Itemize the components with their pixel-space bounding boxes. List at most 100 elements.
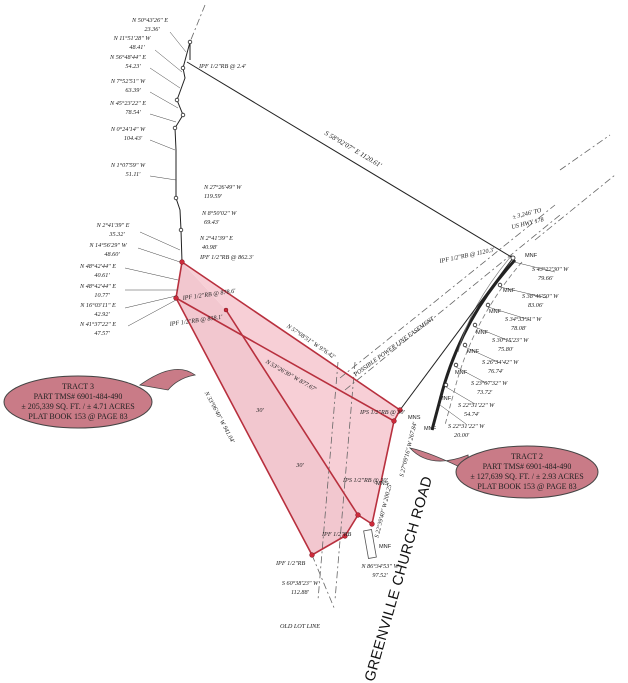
- call-label: S 23°07'32" W: [471, 380, 508, 387]
- middle-call-labels: N 27°26'49" W 119.59' N 8°50'02" W 69.43…: [199, 184, 254, 261]
- marker-mnf: MNF: [503, 288, 516, 294]
- call-label: 54.74': [464, 411, 480, 418]
- call-label: 104.43': [124, 135, 143, 142]
- iron-pin-ips-east: IPS 1/2"RB @ 30': [359, 409, 406, 416]
- call-label: N 1°07'59" W: [110, 162, 146, 169]
- call-label: 10.77': [94, 292, 110, 299]
- call-label: 63.39': [125, 87, 141, 94]
- monument-markers: MNF MNF MNF MNF MNF MNF MNF MNF MNS MNS …: [376, 253, 538, 550]
- call-label: N 14°56'29" W: [88, 242, 127, 249]
- call-label: 48.41': [129, 44, 145, 51]
- call-label: 76.74': [488, 368, 504, 375]
- call-label: S 30°15'23" W: [492, 337, 529, 344]
- call-label: N 41°37'22" E: [79, 321, 116, 328]
- tract-2-callout: TRACT 2 PART TMS# 6901-484-490 ± 127,639…: [408, 445, 599, 499]
- call-label: N 2°41'39" E: [96, 222, 130, 229]
- call-label: 119.59': [204, 193, 223, 200]
- call-label: 48.60': [104, 251, 120, 258]
- marker-mns: MNS: [408, 415, 421, 421]
- dashed-lines: [189, 4, 616, 611]
- marker-mnf: MNF: [525, 253, 538, 259]
- tract-2-line4: PLAT BOOK 153 @ PAGE 83: [477, 482, 576, 491]
- marker-mnf: MNF: [476, 330, 489, 336]
- monument-dots: [172, 39, 516, 388]
- east-call-labels: S 43°22'30" W 79.66' S 38°46'50" W 83.06…: [448, 266, 569, 439]
- call-label: 73.72': [477, 389, 493, 396]
- call-label: 23.36': [144, 26, 160, 33]
- boundary-lines: [174, 41, 514, 411]
- iron-pin-top: IPF 1/2"RB @ 2.4': [198, 63, 247, 70]
- call-label: 79.66': [538, 275, 554, 282]
- setback-dim: 30': [255, 407, 264, 414]
- call-label: 42.92': [94, 311, 110, 318]
- call-label: N 16°03'11" E: [79, 302, 116, 309]
- call-label: N 50°43'26" E: [131, 17, 168, 24]
- south-b-dist: 97.52': [372, 572, 388, 579]
- tract-lines: [175, 261, 401, 557]
- call-label: N 11°51'28" W: [113, 35, 152, 42]
- marker-mnf: MNF: [379, 544, 392, 550]
- iron-pin-northeast: IPF 1/2"RB @ 1120.3': [438, 246, 496, 265]
- call-label: 40.98': [202, 244, 218, 251]
- setback-dim: 30': [295, 462, 304, 469]
- call-label: N 7°52'51" W: [110, 78, 146, 85]
- call-label: N 8°50'02" W: [201, 210, 237, 217]
- call-label: S 34°33'31" W: [505, 316, 542, 323]
- call-label: N 27°26'49" W: [203, 184, 242, 191]
- south-a-bearing: S 60°38'23" W: [282, 580, 319, 587]
- call-label: 51.11': [126, 171, 141, 178]
- call-label: S 43°22'30" W: [532, 266, 569, 273]
- call-label: 20.00': [454, 432, 470, 439]
- call-label: 78.08': [511, 325, 527, 332]
- tract-3-line2: PART TMS# 6901-484-490: [34, 392, 123, 401]
- easement-label: POSSIBLE POWER LINE EASEMENT: [352, 315, 436, 379]
- marker-mns: MNS: [376, 481, 389, 487]
- call-label: 47.57': [94, 330, 110, 337]
- tract-3-area: [176, 262, 358, 555]
- call-label: S 26°34'42" W: [482, 359, 519, 366]
- marker-mnf: MNF: [467, 349, 480, 355]
- old-lot-line-label: OLD LOT LINE: [280, 623, 320, 630]
- marker-mnf: MNF: [439, 396, 452, 402]
- tract-2-line2: PART TMS# 6901-484-490: [483, 462, 572, 471]
- south-b-bearing: N 86°34'53" W: [360, 563, 399, 570]
- tract-3-line4: PLAT BOOK 153 @ PAGE 83: [28, 412, 127, 421]
- call-label: 35.32': [108, 231, 125, 238]
- call-label: N 2°41'39" E: [199, 235, 233, 242]
- iron-pin-south-west: IPF 1/2"RB: [275, 560, 305, 567]
- marker-mnf: MNF: [489, 309, 502, 315]
- call-label: N 45°23'22" E: [109, 100, 146, 107]
- call-label: N 0°24'14" W: [110, 126, 146, 133]
- tract-2-line1: TRACT 2: [511, 452, 543, 461]
- tract-2-line3: ± 127,639 SQ. FT. / ± 2.93 ACRES: [470, 472, 583, 481]
- call-label: S 38°46'50" W: [522, 293, 559, 300]
- call-label: 69.43': [204, 219, 220, 226]
- tract-3-line1: TRACT 3: [62, 382, 94, 391]
- call-label: N 48°42'44" E: [79, 263, 116, 270]
- call-label: 54.23': [125, 63, 141, 70]
- tract-3-callout: TRACT 3 PART TMS# 6901-484-490 ± 205,339…: [3, 368, 196, 429]
- call-label: 83.06': [528, 302, 544, 309]
- vertex-dots: [173, 259, 403, 558]
- tract-2-area: [182, 262, 400, 524]
- call-label: S 22°31'22" W: [448, 423, 485, 430]
- driveway: [363, 529, 377, 559]
- road-edge: [363, 254, 523, 559]
- call-label: 40.61': [94, 272, 110, 279]
- iron-pin-south-mid: IPF 1/2"RB: [321, 531, 351, 538]
- west-call-labels: N 50°43'26" E 23.36' N 11°51'28" W 48.41…: [109, 17, 168, 178]
- call-label: 78.54': [125, 109, 141, 116]
- south-a-dist: 112.88': [291, 589, 310, 596]
- tract-3-line3: ± 205,339 SQ. FT. / ± 4.71 ACRES: [21, 402, 134, 411]
- iron-pin-ips-mid: IPS 1/2"RB @ 30': [342, 477, 389, 484]
- call-label: S 22°31'22" W: [458, 402, 495, 409]
- marker-mnf: MNF: [424, 426, 437, 432]
- call-label: 75.80': [498, 346, 514, 353]
- call-label: N 56°48'44" E: [109, 54, 146, 61]
- marker-mnf: MNF: [455, 370, 468, 376]
- call-label: N 48°42'44" E: [79, 283, 116, 290]
- iron-pin-middle: IPF 1/2"RB @ 862.3': [199, 254, 254, 261]
- leader-lines: [124, 31, 556, 425]
- southwest-call-labels: N 2°41'39" E 35.32' N 14°56'29" W 48.60'…: [79, 222, 130, 337]
